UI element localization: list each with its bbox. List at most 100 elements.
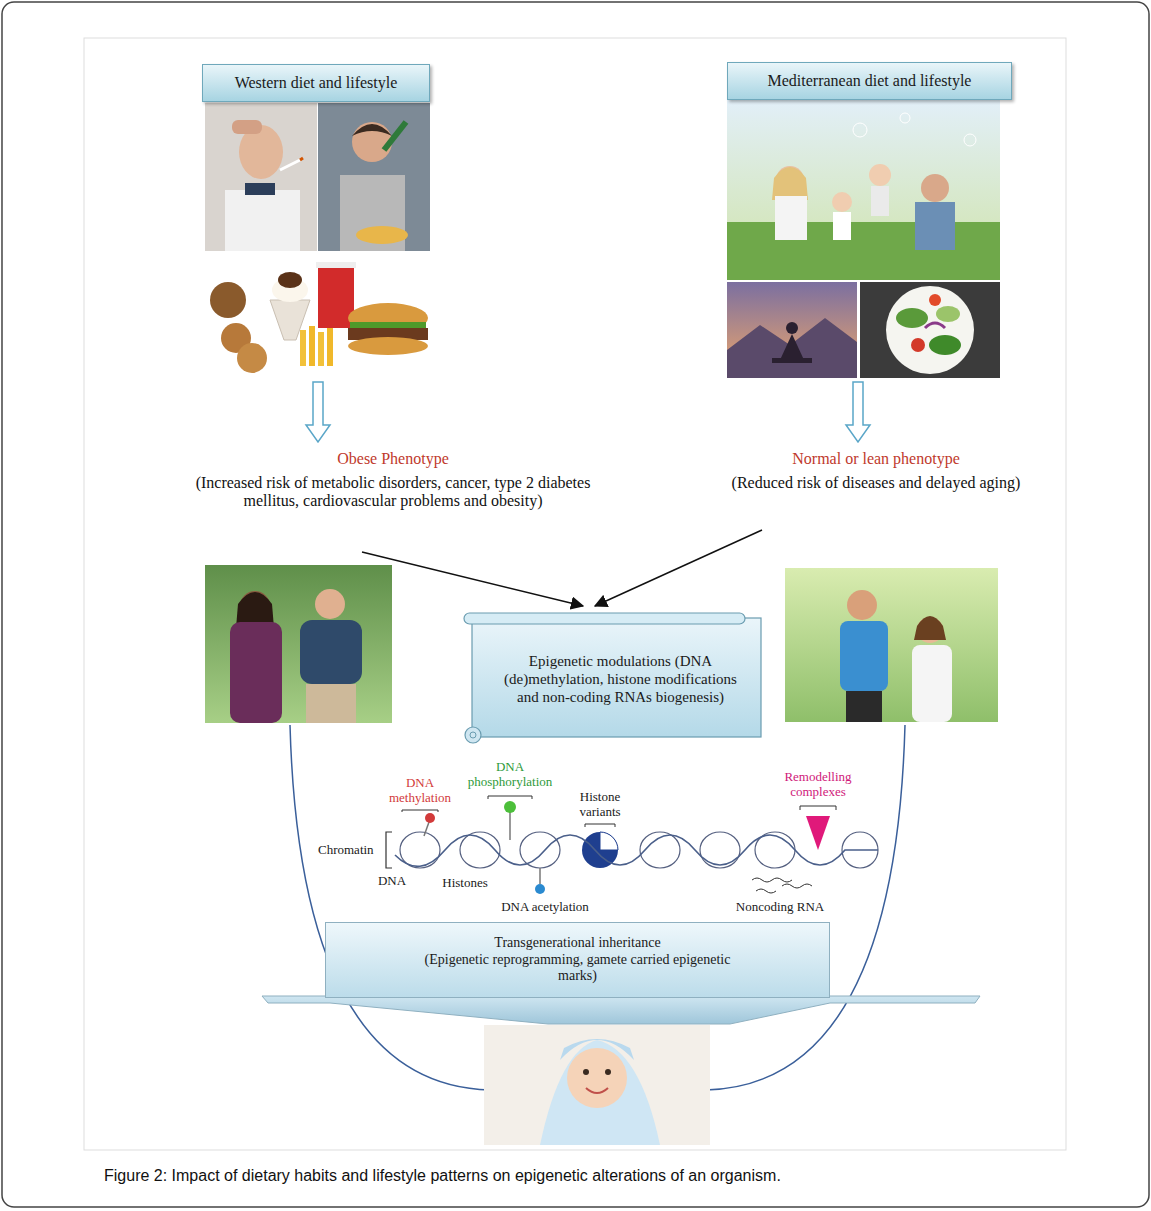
- phenotype-heading: Obese Phenotype: [243, 450, 543, 468]
- stressed-smoker-photo: [280, 160, 300, 170]
- stressed-smoker-photo: [232, 120, 262, 134]
- chromatin-illustration: [600, 832, 618, 850]
- phenotype-note: (Increased risk of metabolic disorders, …: [193, 474, 593, 511]
- chromatin-illustration: [782, 884, 812, 888]
- salad-photo: [929, 294, 941, 306]
- phenotype-note: (Reduced risk of diseases and delayed ag…: [726, 474, 1026, 492]
- stressed-smoker-photo: [225, 190, 300, 251]
- baby-photo: [484, 1025, 710, 1145]
- junk-food-photo: [327, 328, 333, 366]
- junk-food-photo: [348, 337, 428, 355]
- scroll-roll: [464, 613, 745, 624]
- mark-label: Histone variants: [565, 790, 635, 820]
- stressed-smoker-photo: [300, 158, 303, 160]
- junk-food-photo: [318, 332, 324, 366]
- chromatin-illustration: [504, 801, 516, 813]
- chromatin-illustration: [752, 878, 792, 882]
- meditation-photo: [772, 358, 812, 363]
- salad-photo: [860, 282, 1000, 378]
- part-label: Histones: [435, 876, 495, 891]
- couch-drinker-photo: [356, 226, 408, 244]
- family-photo: [900, 113, 910, 123]
- meditation-photo: [786, 322, 798, 334]
- stressed-smoker-photo: [205, 103, 317, 251]
- junk-food-photo: [309, 326, 315, 366]
- lifestyle-box: Western diet and lifestyle: [202, 64, 430, 102]
- junk-food-photo: [300, 330, 306, 366]
- figure-caption: Figure 2: Impact of dietary habits and l…: [104, 1166, 1134, 1185]
- chromatin-illustration: [425, 813, 435, 823]
- banner-band: [262, 996, 980, 1024]
- down-arrow: [306, 382, 330, 442]
- meditation-photo: [727, 318, 857, 378]
- mark-label: DNA phosphorylation: [460, 760, 560, 790]
- obese-couple-photo: [205, 565, 392, 723]
- family-photo: [772, 167, 808, 200]
- chromatin-illustration: [535, 884, 545, 894]
- couch-drinker-photo: [318, 103, 430, 251]
- mark-label: Noncoding RNA: [720, 900, 840, 915]
- chromatin-illustration: [756, 889, 776, 893]
- family-photo: [871, 186, 889, 216]
- part-label: DNA: [375, 874, 409, 889]
- runners-photo: [785, 568, 998, 722]
- image-border: [84, 38, 1066, 1150]
- junk-food-photo: [316, 262, 356, 268]
- family-photo: [853, 123, 867, 137]
- obese-couple-photo: [230, 622, 282, 723]
- salad-photo: [896, 308, 928, 328]
- chromatin-illustration: [520, 832, 560, 868]
- baby-photo: [586, 1088, 608, 1093]
- family-photo: [727, 100, 1000, 280]
- baby-photo: [583, 1069, 589, 1075]
- part-label: Chromatin: [318, 843, 384, 858]
- junk-food-photo: [350, 322, 426, 328]
- phenotype-heading: Normal or lean phenotype: [726, 450, 1026, 468]
- chromatin-illustration: [585, 824, 615, 827]
- chromatin-illustration: [488, 796, 532, 799]
- couch-drinker-photo: [352, 124, 392, 136]
- junk-food-photo: [205, 252, 432, 378]
- node-heading: Transgenerational inheritance: [494, 935, 660, 952]
- scroll-box: Epigenetic modulations (DNA (de)methylat…: [460, 612, 765, 745]
- meditation-photo: [727, 282, 857, 378]
- family-photo: [833, 212, 851, 240]
- runners-photo: [785, 568, 998, 722]
- chromatin-illustration: [582, 832, 618, 868]
- obese-couple-photo: [306, 684, 356, 723]
- down-arrow: [846, 382, 870, 442]
- scroll-curl: [470, 732, 476, 738]
- chromatin-illustration: [386, 796, 878, 894]
- pointer-arrow: [362, 552, 583, 606]
- junk-food-photo: [205, 252, 432, 378]
- pointer-arrow: [595, 530, 762, 606]
- salad-photo: [911, 338, 925, 352]
- salad-photo: [925, 323, 945, 328]
- chromatin-illustration: [509, 812, 511, 840]
- family-photo: [869, 164, 891, 186]
- chromatin-illustration: [539, 868, 541, 884]
- runners-photo: [912, 645, 952, 722]
- mark-label: DNA methylation: [385, 776, 455, 806]
- node-heading: Western diet and lifestyle: [235, 73, 398, 92]
- obese-couple-photo: [205, 565, 392, 723]
- banner-box: Transgenerational inheritance(Epigenetic…: [325, 922, 830, 998]
- family-photo: [727, 100, 1000, 280]
- meditation-photo: [780, 334, 804, 360]
- chromatin-illustration: [700, 832, 740, 868]
- scroll-curl: [465, 727, 481, 743]
- lifestyle-box: Mediterranean diet and lifestyle: [727, 62, 1012, 100]
- junk-food-photo: [237, 343, 267, 373]
- baby-photo: [484, 1025, 710, 1145]
- meditation-photo: [727, 282, 857, 378]
- salad-photo: [929, 335, 961, 355]
- family-photo: [921, 174, 949, 202]
- node-heading: Mediterranean diet and lifestyle: [768, 71, 972, 90]
- family-photo: [727, 222, 1000, 280]
- junk-food-photo: [210, 282, 246, 318]
